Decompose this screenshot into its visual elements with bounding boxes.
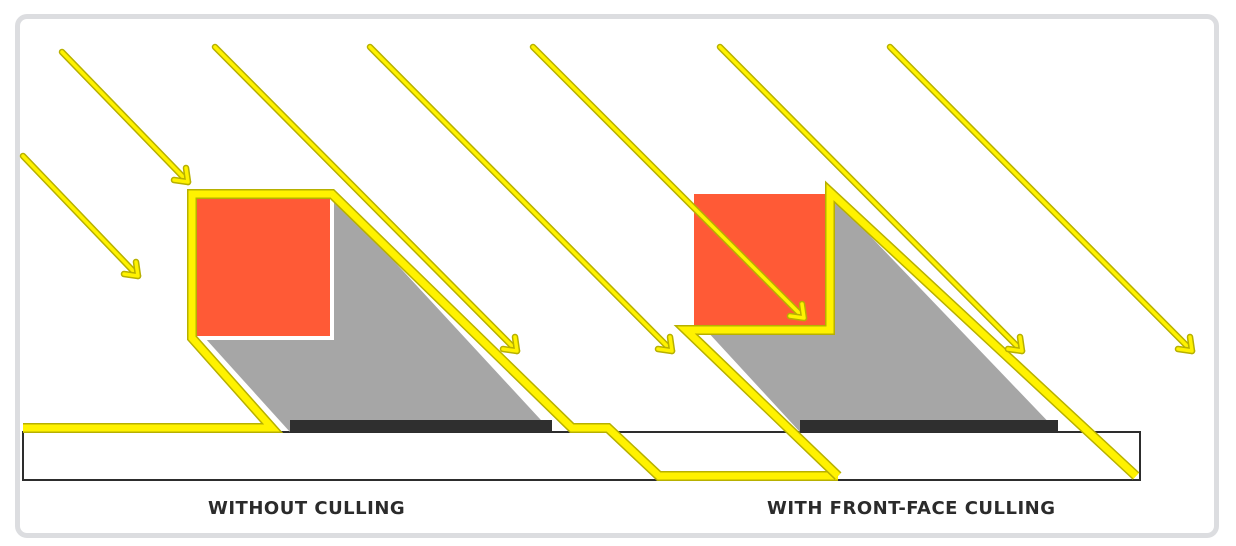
- light-ray-arrow: [529, 43, 808, 322]
- right-contact-shadow: [800, 420, 1058, 432]
- light-ray-arrow: [58, 48, 192, 186]
- left-occluder-box: [190, 194, 334, 340]
- light-ray-arrow: [366, 43, 676, 355]
- right-occluder-box: [694, 194, 830, 330]
- caption-with-front-face-culling: WITH FRONT-FACE CULLING: [767, 498, 1056, 519]
- light-rays: [19, 43, 1196, 355]
- left-shadow-volume: [205, 194, 552, 432]
- left-contact-shadow: [290, 420, 552, 432]
- light-ray-arrow: [19, 152, 142, 280]
- left-panel: [23, 189, 838, 481]
- caption-without-culling: WITHOUT CULLING: [208, 498, 406, 519]
- light-ray-arrow: [716, 43, 1026, 355]
- ground-plane: [22, 431, 1141, 481]
- right-shadow-volume: [706, 194, 1058, 432]
- right-panel: [673, 180, 1140, 480]
- light-ray-arrow: [211, 43, 521, 355]
- light-ray-arrow: [886, 43, 1196, 355]
